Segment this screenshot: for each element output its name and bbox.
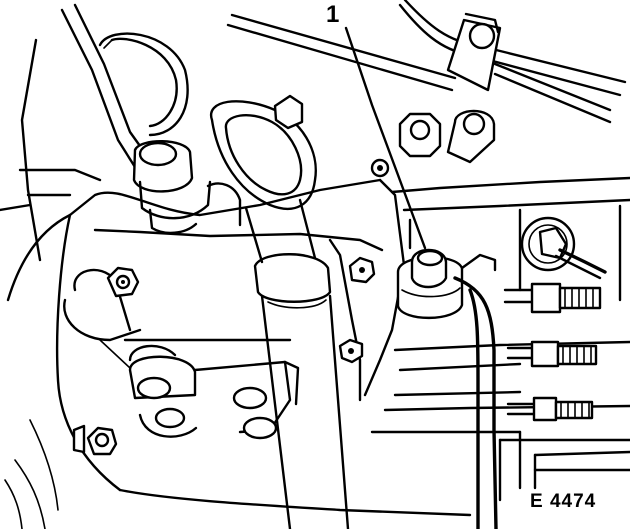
upper-bolts xyxy=(273,94,496,178)
hose-clamp-ring xyxy=(98,32,189,137)
callout-label: 1 xyxy=(326,1,340,28)
left-pipe-fitting xyxy=(132,140,242,235)
upper-right-linkage xyxy=(226,0,627,124)
switch-with-cable xyxy=(396,248,498,529)
lifting-eye-bar xyxy=(209,100,350,529)
callout-leader xyxy=(344,26,427,250)
upper-left-pipe xyxy=(20,3,152,262)
lower-left-flange xyxy=(63,268,300,440)
housing-bolts xyxy=(72,256,376,456)
right-pipe-fittings xyxy=(503,282,602,422)
right-housing-section xyxy=(328,176,630,502)
figure-id: E 4474 xyxy=(530,491,597,512)
sensor-plug xyxy=(520,216,607,280)
